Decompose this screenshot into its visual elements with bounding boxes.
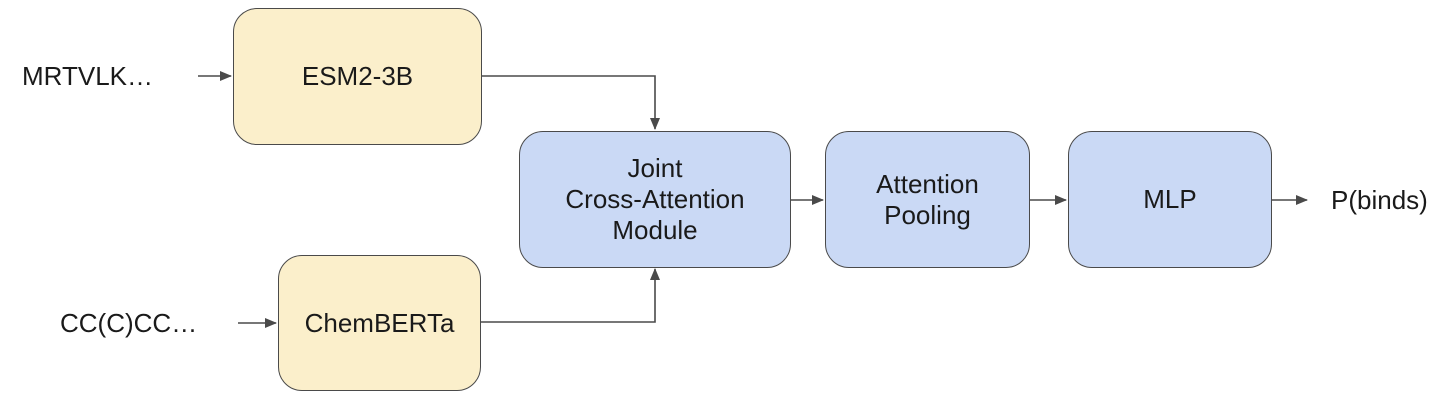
binding-probability-output-label: P(binds) <box>1331 185 1428 215</box>
mlp-node: MLP <box>1068 131 1272 268</box>
attention-pooling-node: Attention Pooling <box>825 131 1030 268</box>
attention-pooling-label-line-1: Attention <box>876 168 979 199</box>
smiles-input-label: CC(C)CC… <box>60 308 198 338</box>
chemberta-encoder-label: ChemBERTa <box>304 307 455 338</box>
arrow-chemberta-to-cross-attention <box>481 268 660 323</box>
cross-attention-label-line-3: Module <box>612 214 698 245</box>
cross-attention-module-node: Joint Cross-Attention Module <box>519 131 791 268</box>
mlp-label: MLP <box>1143 184 1197 215</box>
cross-attention-label-line-2: Cross-Attention <box>565 184 745 215</box>
cross-attention-label-line-1: Joint <box>627 153 683 184</box>
arrow-esm-to-cross-attention <box>482 75 660 130</box>
protein-sequence-input-label: MRTVLK… <box>22 61 153 91</box>
chemberta-encoder-node: ChemBERTa <box>278 255 481 391</box>
attention-pooling-label-line-2: Pooling <box>884 199 971 230</box>
esm-encoder-label: ESM2-3B <box>301 61 414 92</box>
esm-encoder-node: ESM2-3B <box>233 8 482 145</box>
